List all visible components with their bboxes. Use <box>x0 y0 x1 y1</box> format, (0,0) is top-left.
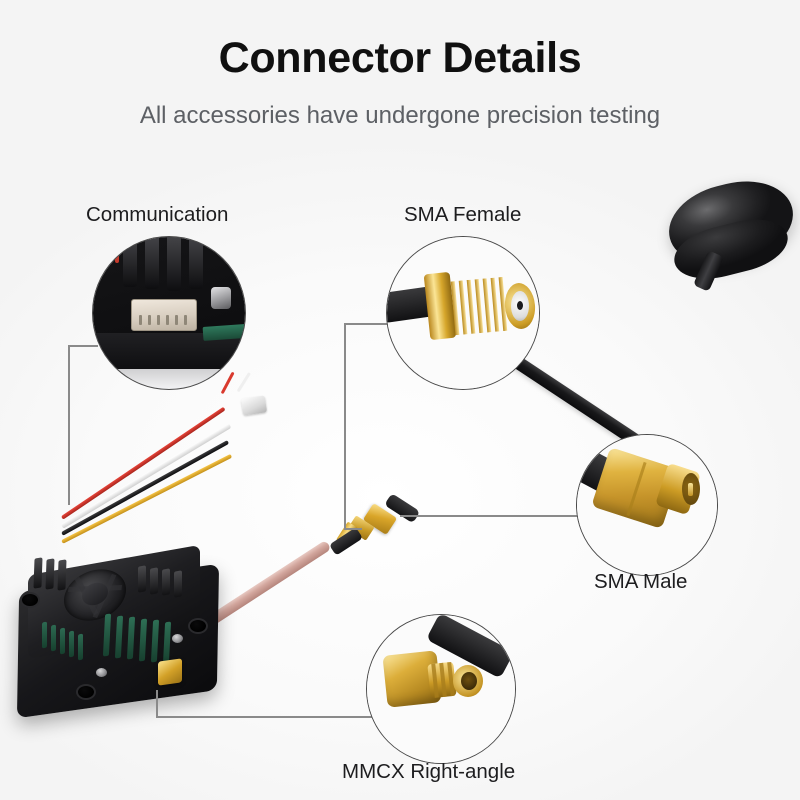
heatsink-fin <box>33 557 43 589</box>
jst-pin <box>184 315 187 325</box>
heatsink-fin <box>138 565 146 593</box>
knurl-ridge <box>431 663 439 698</box>
white-surface-edge <box>93 369 245 389</box>
leader-line-mmcx-horizontal <box>156 716 374 718</box>
mounting-hole <box>20 592 40 608</box>
jst-pin <box>148 315 151 325</box>
leader-line-communication-vertical <box>68 345 70 505</box>
pcb-vent-slot-left <box>60 627 65 655</box>
mmcx-center-bore <box>461 672 477 690</box>
thread-ridge <box>450 281 460 336</box>
pcb-vent-slot-left <box>51 624 56 652</box>
callout-circle-mmcx[interactable] <box>366 614 516 764</box>
callout-circle-sma-male[interactable] <box>576 434 718 576</box>
callout-circle-sma-female[interactable] <box>386 236 540 390</box>
leader-line-sma-female-horizontal-bottom <box>344 528 362 530</box>
thread-ridge <box>490 277 500 332</box>
mounting-hole <box>76 684 96 700</box>
pcb-vent-slot-left <box>78 633 83 661</box>
center-contact-pin <box>688 483 693 496</box>
heatsink-fin-closeup <box>123 237 137 287</box>
heatsink-fin-closeup <box>167 237 181 291</box>
page-subtitle: All accessories have undergone precision… <box>139 102 661 129</box>
jst-6pin-port <box>131 299 197 331</box>
red-marker-dot <box>115 253 119 263</box>
heatsink-fin <box>162 568 170 596</box>
heatsink-fin-closeup <box>189 237 203 289</box>
thread-ridge <box>466 279 476 334</box>
mounting-hole <box>188 618 208 634</box>
pcb-vent-slot-left <box>69 630 74 658</box>
pcb-green-edge <box>202 323 245 341</box>
sma-female-threaded-barrel <box>447 276 513 336</box>
leader-line-sma-female-vertical <box>344 323 346 529</box>
heatsink-fin <box>150 567 158 595</box>
thread-ridge <box>482 278 492 333</box>
callout-circle-communication[interactable] <box>92 236 246 390</box>
metal-capacitor <box>211 287 231 309</box>
thread-ridge <box>474 279 484 334</box>
callout-label-sma-female: SMA Female <box>404 203 522 226</box>
jst-pin <box>175 315 178 325</box>
leader-line-sma-male <box>400 515 582 517</box>
jst-pin <box>139 315 142 325</box>
callout-communication-art <box>93 237 245 389</box>
callout-label-communication: Communication <box>86 203 229 226</box>
screw-head <box>172 634 183 643</box>
callout-sma-female-art <box>387 237 539 389</box>
pcb-vent-slot-left <box>42 621 47 649</box>
jst-pin <box>157 315 160 325</box>
center-socket-hole <box>517 301 523 310</box>
callout-label-mmcx: MMCX Right-angle <box>342 760 516 783</box>
knurl-ridge <box>439 662 447 698</box>
heatsink-fin <box>174 570 182 598</box>
jst-pin <box>166 315 169 325</box>
leader-line-sma-female-horizontal-top <box>344 323 390 325</box>
screw-head <box>96 668 107 677</box>
vtx-module <box>16 544 224 719</box>
heatsink-fin-closeup <box>145 237 159 289</box>
jst-plug-connector <box>240 395 268 416</box>
module-side-shelf <box>93 333 245 375</box>
callout-label-sma-male: SMA Male <box>594 570 688 593</box>
thread-ridge <box>458 280 468 335</box>
leader-line-mmcx-vertical <box>156 690 158 717</box>
heatsink-fin <box>57 559 67 591</box>
heatsink-fin <box>45 558 55 590</box>
callout-mmcx-art <box>367 615 515 763</box>
leader-line-communication-horizontal <box>68 345 98 347</box>
page-title: Connector Details <box>218 34 582 82</box>
callout-sma-male-art <box>577 435 717 575</box>
vtx-mmcx-port <box>158 658 182 686</box>
